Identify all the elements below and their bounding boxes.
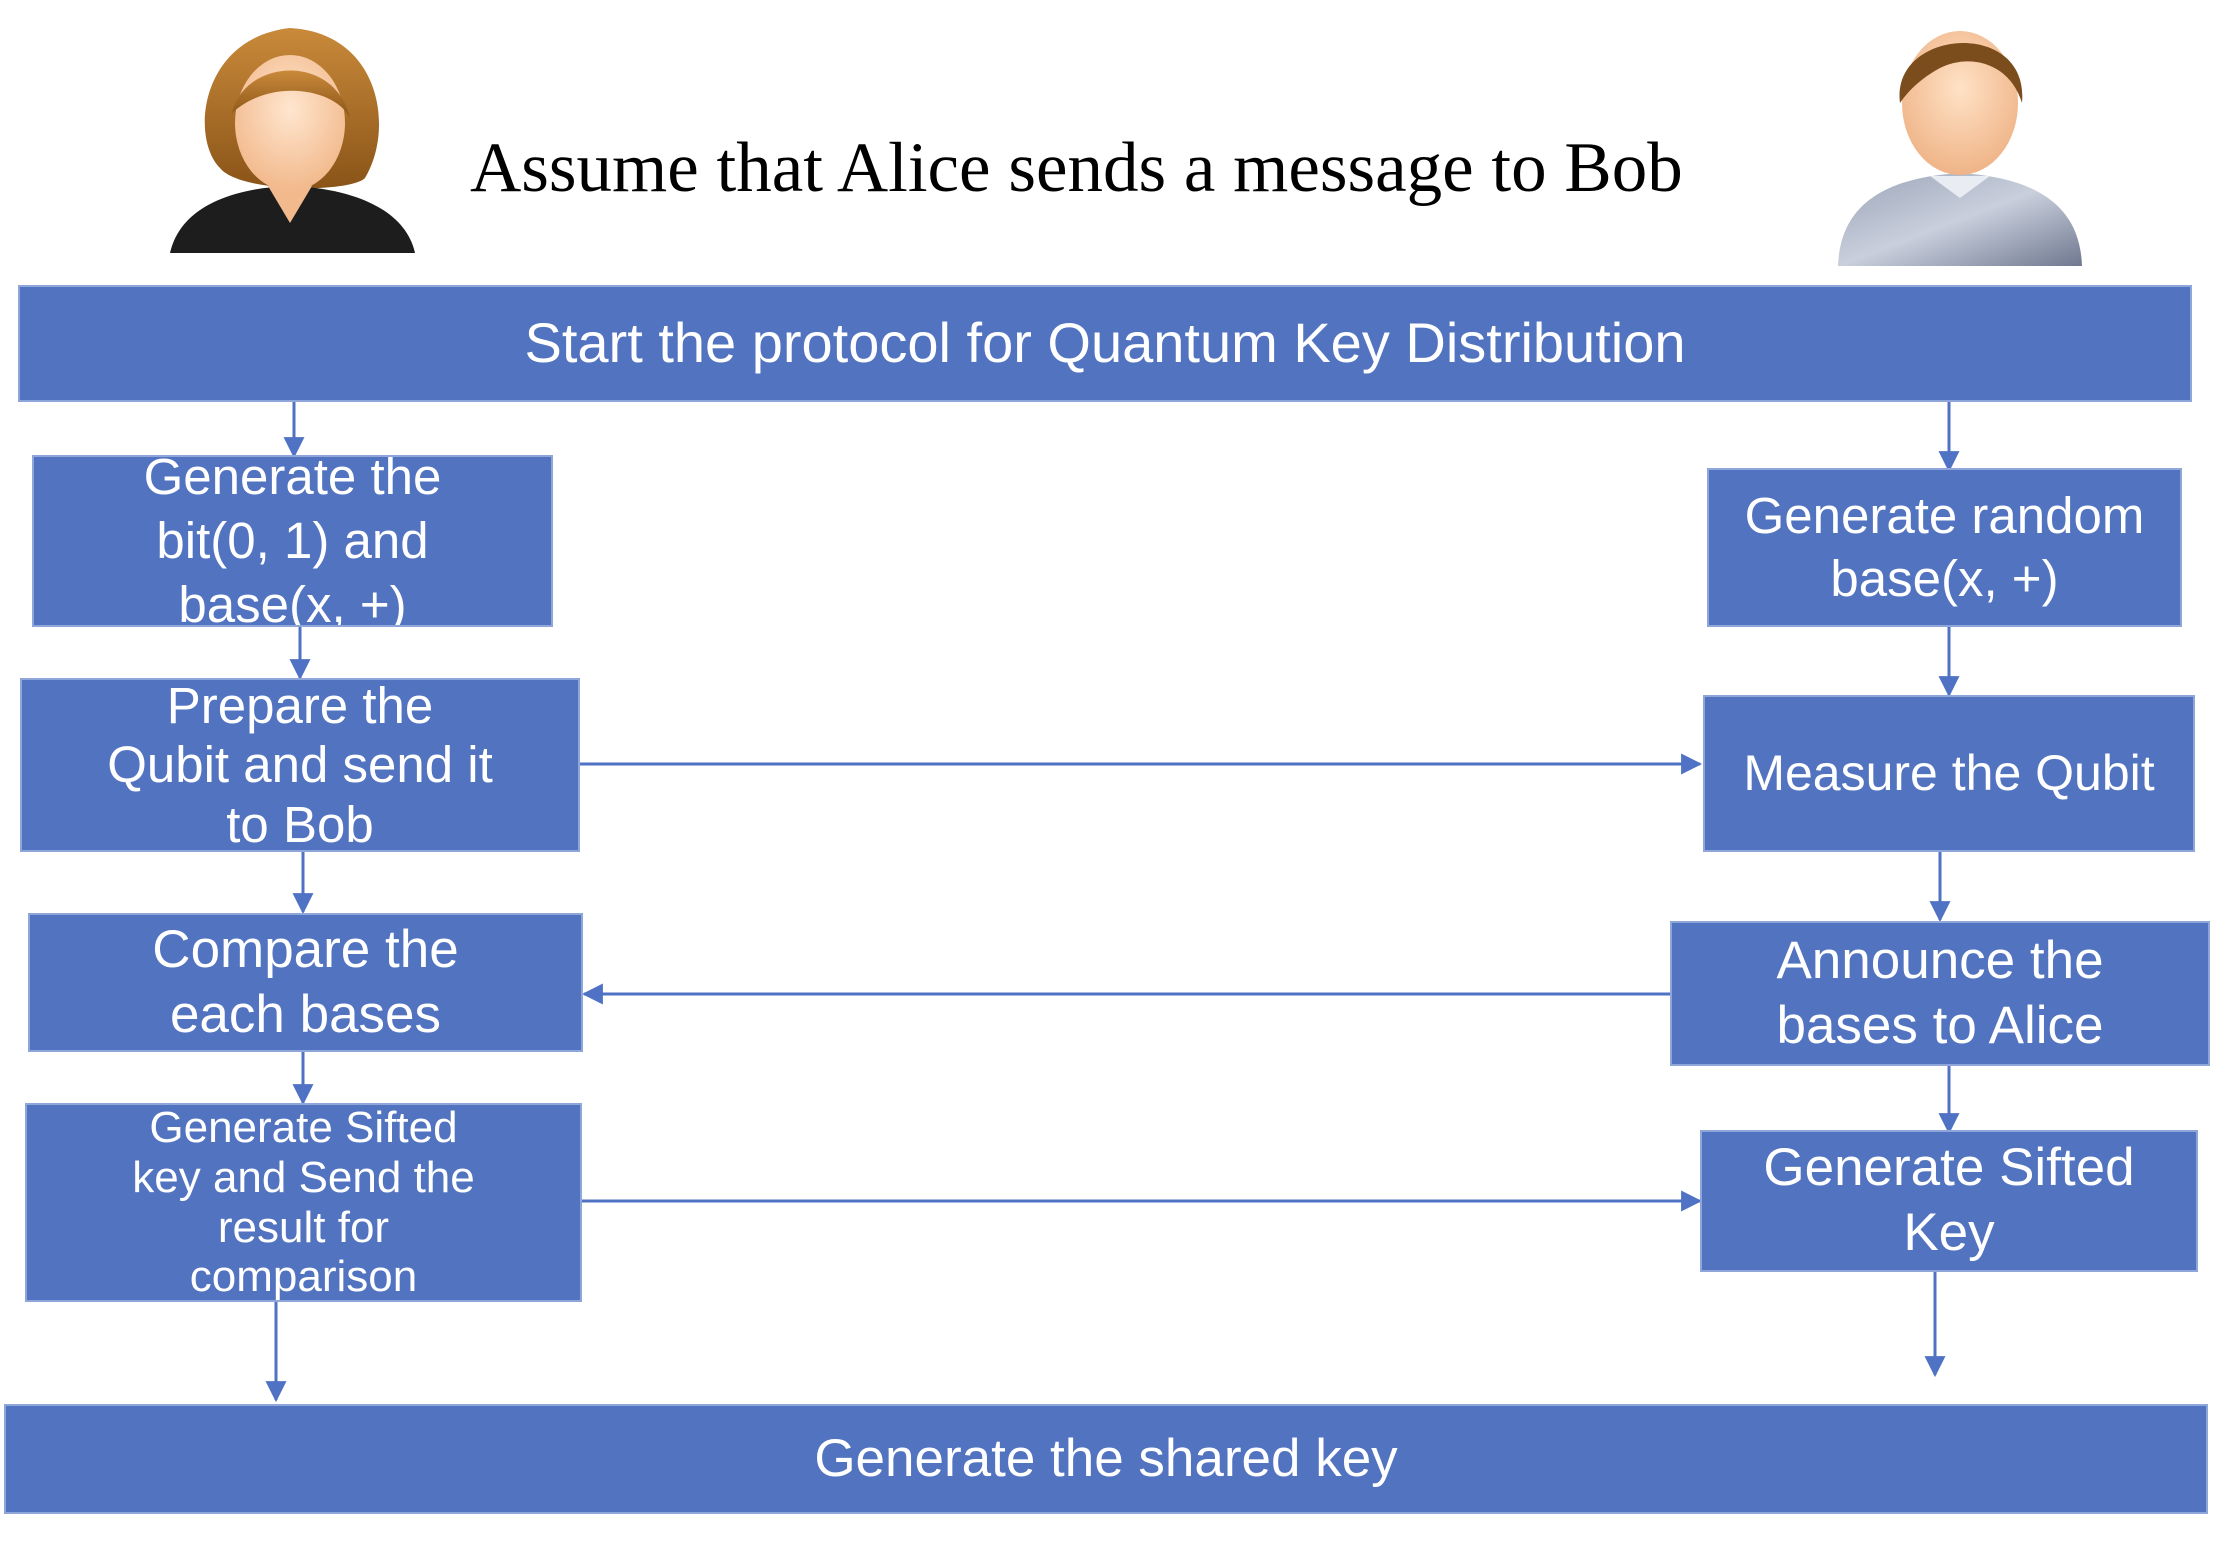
bob-avatar-icon (1838, 31, 2082, 266)
alice-prepare-qubit-box: Prepare the Qubit and send it to Bob (20, 678, 580, 852)
start-protocol-box: Start the protocol for Quantum Key Distr… (18, 285, 2192, 402)
bob-measure-qubit-box: Measure the Qubit (1703, 695, 2195, 852)
bob-generate-random-base-box: Generate random base(x, +) (1707, 468, 2182, 627)
alice-generate-sifted-send-box: Generate Sifted key and Send the result … (25, 1103, 582, 1302)
diagram-caption: Assume that Alice sends a message to Bob (470, 129, 1683, 207)
alice-compare-bases-box: Compare the each bases (28, 913, 583, 1052)
generate-shared-key-box: Generate the shared key (4, 1404, 2208, 1514)
alice-avatar-icon (170, 28, 415, 253)
bob-announce-bases-box: Announce the bases to Alice (1670, 921, 2210, 1066)
alice-generate-bit-base-box: Generate the bit(0, 1) and base(x, +) (32, 455, 553, 627)
bob-generate-sifted-key-box: Generate Sifted Key (1700, 1130, 2198, 1272)
